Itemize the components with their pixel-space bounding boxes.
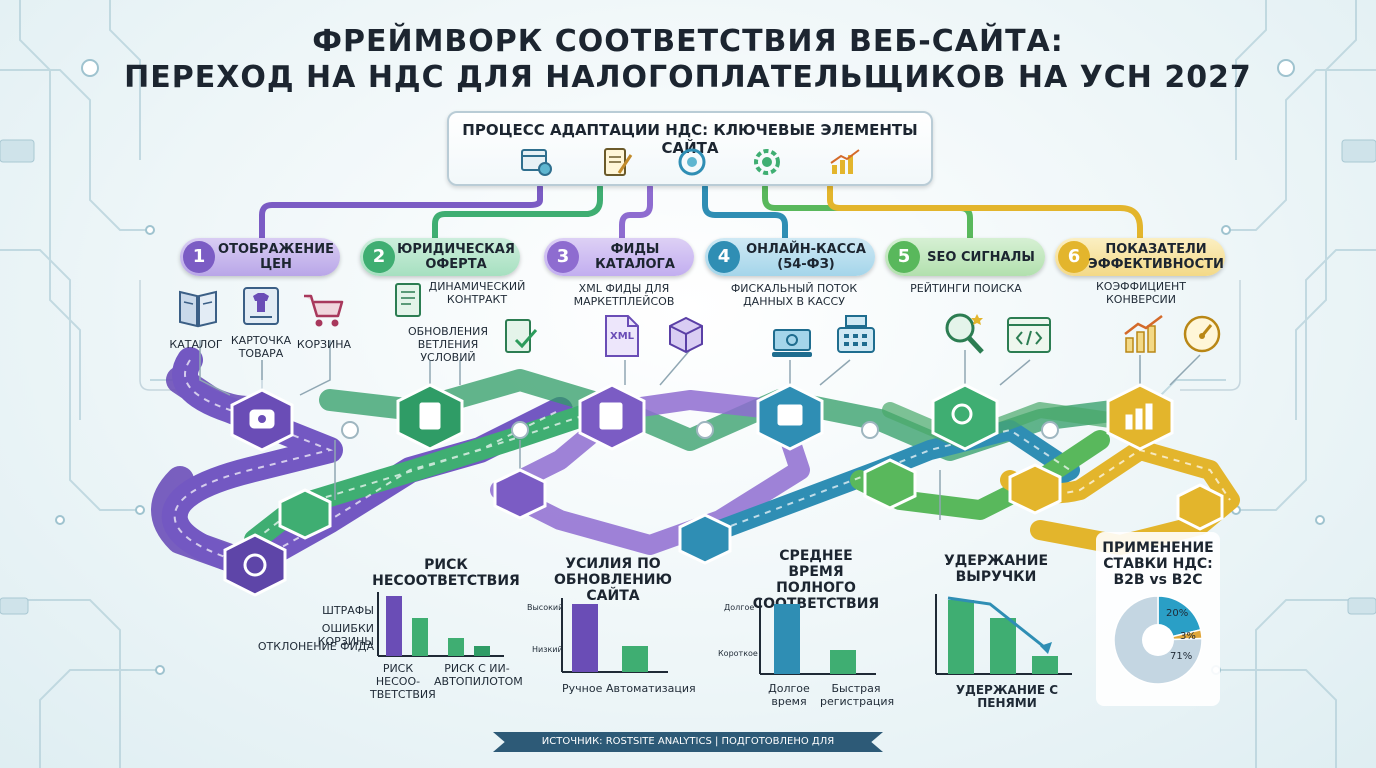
vat-slice-label-1: 20%	[1166, 608, 1189, 619]
sub-obnovleniya: ОБНОВЛЕНИЯ ВЕТЛЕНИЯ УСЛОВИЙ	[407, 325, 489, 364]
retention-bar-3	[1032, 656, 1058, 674]
effort-bar-manual	[572, 604, 598, 672]
risk-bar-1	[386, 596, 402, 656]
sub-ratings: РЕЙТИНГИ ПОИСКА	[910, 282, 1022, 295]
effort-y-low: Низкий	[532, 645, 563, 654]
category-label-4: ОНЛАЙН-КАССА (54-ФЗ)	[746, 242, 866, 272]
sub-xml-feeds: XML ФИДЫ ДЛЯ МАРКЕТПЛЕЙСОВ	[573, 282, 675, 308]
category-pill-4: 4 ОНЛАЙН-КАССА (54-ФЗ)	[705, 238, 875, 276]
bar-growth-icon	[1124, 315, 1163, 353]
node-handshake-icon	[278, 488, 332, 540]
risk-chart	[377, 592, 504, 657]
time-y-long: Долгое	[724, 603, 755, 612]
category-number-3: 3	[547, 241, 579, 273]
sub-fiscal: ФИСКАЛЬНЫЙ ПОТОК ДАННЫХ В КАССУ	[730, 282, 858, 308]
category-pill-1: 1 ОТОБРАЖЕНИЕ ЦЕН	[180, 238, 340, 276]
node-seo2-icon	[863, 458, 917, 510]
cart-icon	[304, 294, 344, 327]
node-gear-icon	[223, 533, 287, 597]
category-label-3: ФИДЫ КАТАЛОГА	[595, 242, 675, 272]
retention-trend	[947, 596, 1049, 652]
document-edit-icon	[604, 148, 633, 176]
risk-xlabel-2: РИСК С ИИ-АВТОПИЛОТОМ	[434, 662, 523, 688]
time-x-long: Долгое время	[768, 682, 810, 708]
risk-label-cart-errors: ОШИБКИ КОРЗИНЫ	[317, 622, 374, 648]
risk-bar-4	[474, 646, 490, 656]
package-box-icon	[669, 316, 703, 354]
category-number-4: 4	[708, 241, 740, 273]
effort-y-high: Высокий	[527, 603, 564, 612]
risk-bar-2	[412, 618, 428, 656]
sub-korzina: КОРЗИНА	[296, 338, 352, 351]
source-footer: ИСТОЧНИК: ROSTSITE ANALYTICS | ПОДГОТОВЛ…	[493, 732, 883, 752]
vat-pie	[1113, 595, 1203, 685]
code-window-icon	[1007, 317, 1051, 353]
document-check-icon	[505, 319, 538, 353]
vat-slice-label-3: 71%	[1170, 651, 1193, 662]
time-y-short: Короткое	[718, 649, 758, 658]
process-title: ПРОЦЕСС АДАПТАЦИИ НДС: КЛЮЧЕВЫЕ ЭЛЕМЕНТЫ…	[462, 121, 918, 157]
vat-chart-title: ПРИМЕНЕНИЕ СТАВКИ НДС: B2B vs B2C	[1102, 540, 1214, 588]
node-sync-icon	[678, 513, 732, 565]
risk-bar-3	[448, 638, 464, 656]
xml-file-label: XML	[610, 331, 635, 342]
effort-x-manual: Ручное	[562, 682, 603, 695]
category-label-6: ПОКАЗАТЕЛИ ЭФФЕКТИВНОСТИ	[1088, 242, 1224, 272]
time-bar-long	[774, 604, 800, 674]
cash-register-icon	[837, 315, 875, 353]
cash-money-icon	[772, 329, 812, 357]
time-chart	[759, 598, 876, 675]
growth-chart-icon	[830, 149, 860, 174]
catalog-book-icon	[179, 290, 217, 328]
sub-dyn-contract: ДИНАМИЧЕСКИЙ КОНТРАКТ	[428, 280, 526, 306]
effort-bar-auto	[622, 646, 648, 672]
speedometer-icon	[1183, 315, 1221, 353]
effort-chart-title: УСИЛИЯ ПО ОБНОВЛЕНИЮ САЙТА	[554, 556, 672, 604]
category-pill-6: 6 ПОКАЗАТЕЛИ ЭФФЕКТИВНОСТИ	[1055, 238, 1225, 276]
retention-chart	[935, 594, 1072, 675]
magnifier-icon	[945, 313, 984, 354]
category-label-1: ОТОБРАЖЕНИЕ ЦЕН	[218, 242, 334, 272]
sub-kartochka: КАРТОЧКА ТОВАРА	[230, 334, 292, 360]
effort-x-auto: Автоматизация	[606, 682, 696, 695]
risk-label-fines: ШТРАФЫ	[322, 604, 374, 617]
process-box: ПРОЦЕСС АДАПТАЦИИ НДС: КЛЮЧЕВЫЕ ЭЛЕМЕНТЫ…	[447, 111, 933, 186]
gear-sync-icon	[754, 149, 780, 175]
xml-file-icon	[605, 315, 639, 357]
main-title-line2: ПЕРЕХОД НА НДС ДЛЯ НАЛОГОПЛАТЕЛЬЩИКОВ НА…	[124, 60, 1252, 95]
category-pill-3: 3 ФИДЫ КАТАЛОГА	[544, 238, 694, 276]
node-feed2-icon	[493, 468, 547, 520]
node-seo-icon	[931, 383, 999, 451]
category-label-2: ЮРИДИЧЕСКАЯ ОФЕРТА	[397, 242, 515, 272]
target-sync-icon	[678, 148, 706, 176]
time-x-fast: Быстрая регистрация	[820, 682, 895, 708]
retention-bar-2	[990, 618, 1016, 674]
effort-chart	[561, 598, 668, 673]
category-number-5: 5	[888, 241, 920, 273]
node-pie-icon	[1008, 463, 1062, 515]
category-number-2: 2	[363, 241, 395, 273]
risk-label-feed-deviation: ОТКЛОНЕНИЕ ФИДА	[257, 640, 374, 653]
sub-conversion: КОЭФФИЦИЕНТ КОНВЕРСИИ	[1095, 280, 1187, 306]
retention-bar-1	[948, 600, 974, 674]
time-bar-fast	[830, 650, 856, 674]
category-number-6: 6	[1058, 241, 1090, 273]
retention-xlabel: УДЕРЖАНИЕ С ПЕНЯМИ	[955, 683, 1059, 710]
risk-xlabel-1: РИСК НЕСОО-ТВЕТСТВИЯ	[370, 662, 436, 701]
node-bars-icon	[1176, 483, 1224, 531]
category-label-5: SEO СИГНАЛЫ	[927, 249, 1035, 265]
product-card-icon	[243, 287, 279, 325]
retention-chart-title: УДЕРЖАНИЕ ВЫРУЧКИ	[944, 553, 1049, 585]
main-title-line1: ФРЕЙМВОРК СООТВЕТСТВИЯ ВЕБ-САЙТА:	[312, 24, 1064, 59]
settings-window-icon	[521, 149, 552, 176]
sub-katalog: КАТАЛОГ	[169, 338, 223, 351]
vat-slice-3	[1113, 595, 1203, 685]
category-pill-5: 5 SEO СИГНАЛЫ	[885, 238, 1045, 276]
category-pill-2: 2 ЮРИДИЧЕСКАЯ ОФЕРТА	[360, 238, 520, 276]
vat-slice-label-2: 3%	[1180, 631, 1196, 642]
category-number-1: 1	[183, 241, 215, 273]
risk-chart-title: РИСК НЕСООТВЕТСТВИЯ	[372, 557, 520, 589]
contract-doc-icon	[395, 283, 421, 317]
